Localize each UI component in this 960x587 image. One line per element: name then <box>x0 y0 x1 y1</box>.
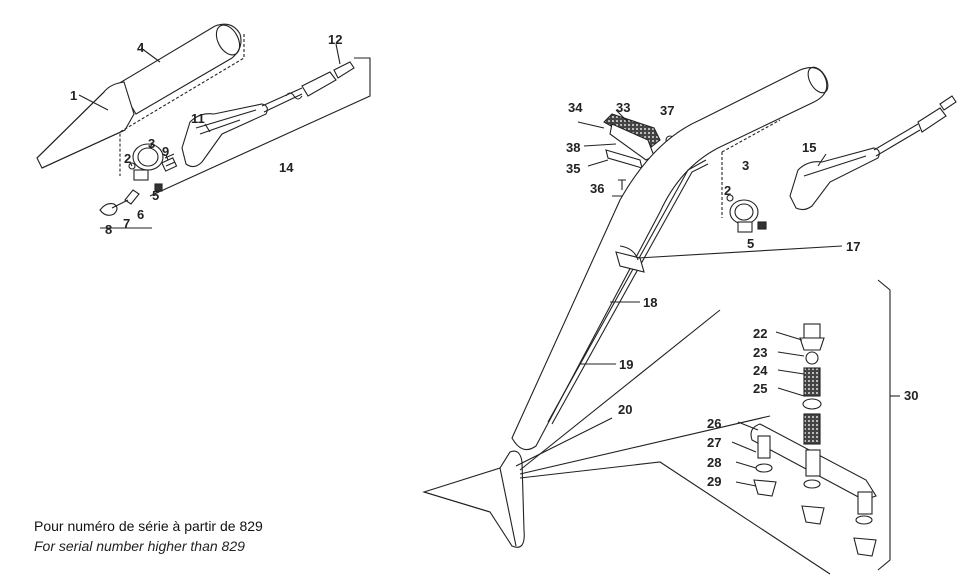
part-label: 22 <box>753 326 767 341</box>
spray-gun-right <box>789 147 880 211</box>
floor-tool <box>422 450 525 548</box>
part-label: 30 <box>904 388 918 403</box>
part-label: 17 <box>846 239 860 254</box>
part-label: 5 <box>152 188 159 203</box>
part-label: 36 <box>590 181 604 196</box>
main-wand <box>422 66 957 575</box>
part-label: 2 <box>724 183 731 198</box>
part-label: 5 <box>747 236 754 251</box>
part-label: 28 <box>707 455 721 470</box>
part-label: 25 <box>753 381 767 396</box>
part-label: 8 <box>105 222 112 237</box>
part-label: 29 <box>707 474 721 489</box>
part-label: 1 <box>70 88 77 103</box>
part-label: 12 <box>328 32 342 47</box>
wand-bent-tube <box>511 67 828 451</box>
part-labels: 1 2 3 4 5 6 7 8 9 11 12 14 2 3 5 15 17 1… <box>70 32 918 489</box>
part-label: 11 <box>191 111 205 126</box>
floor-nozzle <box>36 81 135 169</box>
part-label: 19 <box>619 357 633 372</box>
part-label: 18 <box>643 295 657 310</box>
part-label: 2 <box>124 151 131 166</box>
part-label: 33 <box>616 100 630 115</box>
spray-gun <box>181 103 268 168</box>
spray-manifold <box>731 279 900 571</box>
part-label: 3 <box>742 158 749 173</box>
part-label: 26 <box>707 416 721 431</box>
part-label: 14 <box>279 160 294 175</box>
part-label: 15 <box>802 140 816 155</box>
part-label: 37 <box>660 103 674 118</box>
part-label: 35 <box>566 161 580 176</box>
wand-tube <box>117 23 242 115</box>
part-label: 20 <box>618 402 632 417</box>
part-label: 23 <box>753 345 767 360</box>
handle-parts <box>577 109 675 197</box>
part-label: 6 <box>137 207 144 222</box>
part-label: 24 <box>753 363 768 378</box>
part-label: 27 <box>707 435 721 450</box>
part-label: 38 <box>566 140 580 155</box>
part-label: 7 <box>123 216 130 231</box>
part-label: 34 <box>568 100 583 115</box>
left-wand-assembly <box>36 23 371 229</box>
caption-french: Pour numéro de série à partir de 829 <box>34 518 263 534</box>
part-label: 3 <box>148 136 155 151</box>
part-label: 4 <box>137 40 145 55</box>
part-label: 9 <box>162 144 169 159</box>
caption-english: For serial number higher than 829 <box>34 538 245 554</box>
